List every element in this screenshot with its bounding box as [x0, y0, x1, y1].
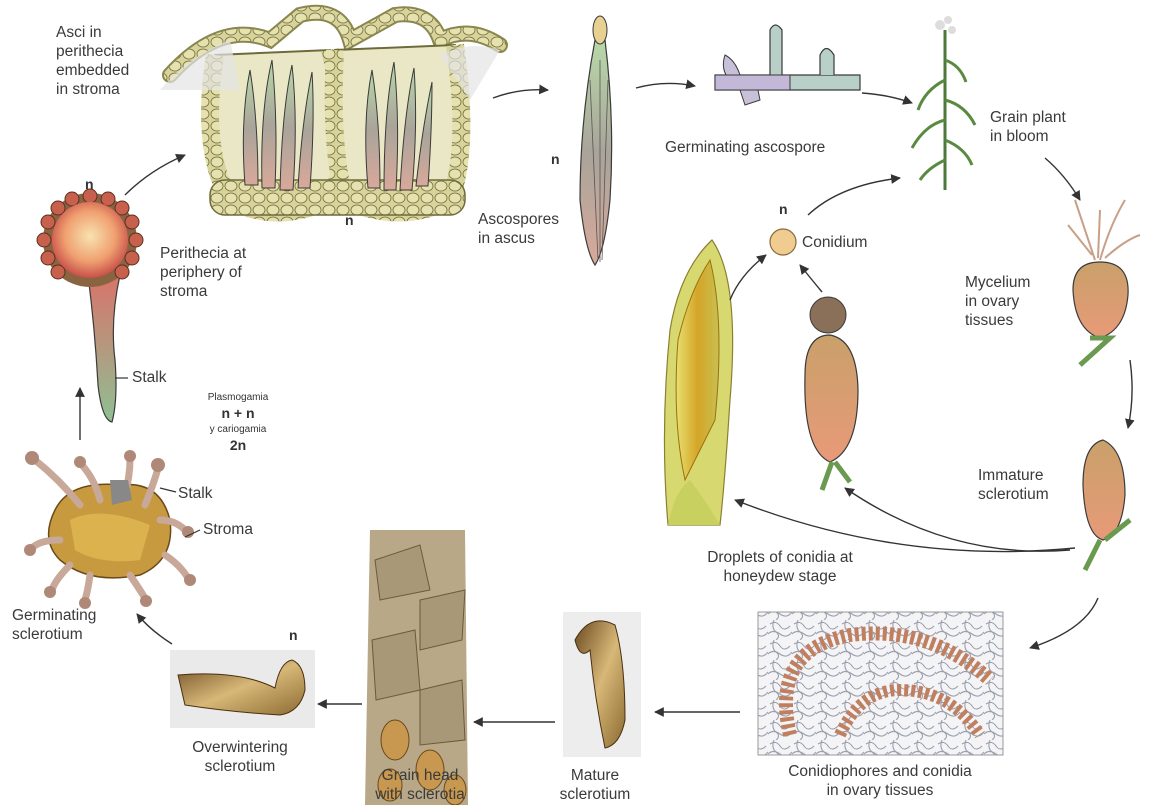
- overwintering-sclerotium-illustration: [170, 650, 315, 728]
- ploidy-stroma: n: [345, 212, 354, 228]
- label-germinating-ascospore: Germinating ascospore: [665, 138, 825, 157]
- label-grain-plant-in-bloom: Grain plant in bloom: [990, 108, 1066, 146]
- label-ascospores-in-ascus: Ascospores in ascus: [478, 210, 559, 248]
- label-mycelium-in-ovary: Mycelium in ovary tissues: [965, 273, 1030, 330]
- immature-sclerotium-illustration: [1083, 440, 1130, 570]
- mycelium-ovary-illustration: [1068, 200, 1140, 365]
- honeydew-sclerotium-illustration: [805, 297, 858, 490]
- mature-sclerotium-illustration: [563, 612, 641, 757]
- label-germinating-sclerotium: Germinating sclerotium: [12, 606, 96, 644]
- grain-head-illustration: [365, 530, 468, 805]
- cariogamia-text: y cariogamia: [193, 424, 283, 435]
- label-immature-sclerotium: Immature sclerotium: [978, 466, 1049, 504]
- corn-honeydew-illustration: [664, 240, 732, 525]
- germinating-sclerotium-illustration: [24, 450, 200, 609]
- label-asci-in-perithecia: Asci in perithecia embedded in stroma: [56, 23, 129, 99]
- label-stroma: Stroma: [203, 520, 253, 539]
- ascus-illustration: [580, 16, 612, 265]
- ploidy-perithecium: n: [85, 176, 94, 192]
- two-n-text: 2n: [193, 437, 283, 453]
- ploidy-conidium: n: [779, 201, 788, 217]
- label-stalk-upper: Stalk: [132, 368, 166, 387]
- grain-plant-illustration: [912, 16, 975, 190]
- perithecium-stalk-illustration: [37, 189, 143, 422]
- label-perithecia-periphery: Perithecia at periphery of stroma: [160, 244, 246, 301]
- label-mature-sclerotium: Mature sclerotium: [540, 766, 650, 804]
- n-plus-n-text: n + n: [193, 405, 283, 421]
- plasmogamia-text: Plasmogamia: [193, 392, 283, 403]
- conidium-illustration: [770, 229, 796, 255]
- stroma-perithecia-illustration: [160, 13, 500, 215]
- label-conidium: Conidium: [802, 233, 867, 252]
- ploidy-ascus: n: [551, 151, 560, 167]
- label-conidiophores-and-conidia: Conidiophores and conidia in ovary tissu…: [755, 762, 1005, 800]
- germinating-ascospore-illustration: [715, 25, 860, 105]
- ploidy-overwintering: n: [289, 627, 298, 643]
- conidiophores-box-illustration: [758, 612, 1003, 755]
- label-stalk-lower: Stalk: [178, 484, 212, 503]
- label-grain-head-with-sclerotia: Grain head with sclerotia: [355, 766, 485, 804]
- label-overwintering-sclerotium: Overwintering sclerotium: [170, 738, 310, 776]
- label-droplets-of-conidia: Droplets of conidia at honeydew stage: [660, 548, 900, 586]
